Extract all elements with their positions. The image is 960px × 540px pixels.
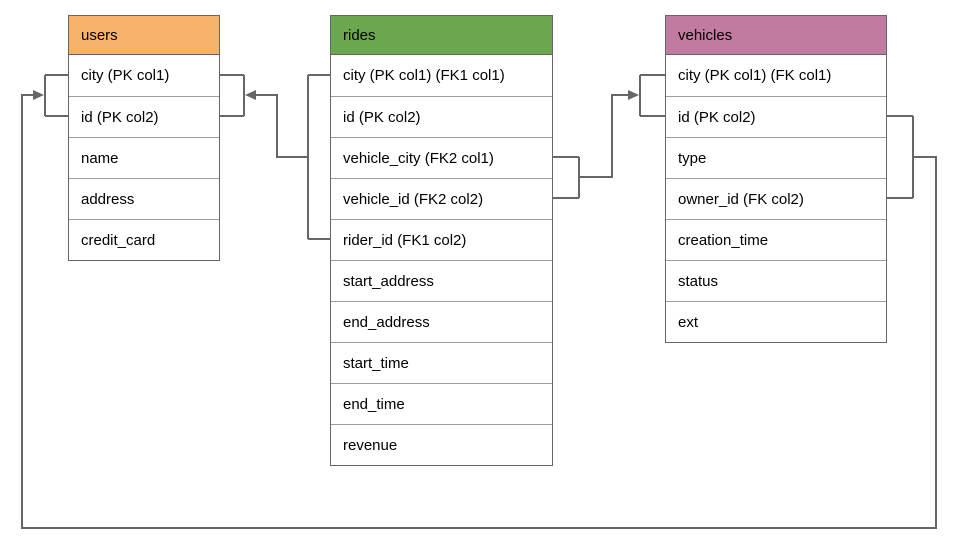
column-label: vehicle_city (FK2 col1) bbox=[343, 149, 494, 167]
column-label: city (PK col1) (FK1 col1) bbox=[343, 67, 505, 84]
column-label: start_time bbox=[343, 354, 409, 372]
column-label: type bbox=[678, 149, 707, 167]
column-label: id (PK col2) bbox=[343, 108, 421, 126]
table-row: creation_time bbox=[666, 219, 886, 260]
table-row: rider_id (FK1 col2) bbox=[331, 219, 552, 260]
table-row: vehicle_city (FK2 col1) bbox=[331, 137, 552, 178]
column-label: name bbox=[81, 149, 119, 167]
table-row: end_time bbox=[331, 383, 552, 424]
column-label: ext bbox=[678, 313, 699, 331]
arrowhead-into-users-left bbox=[33, 90, 44, 100]
table-row: owner_id (FK col2) bbox=[666, 178, 886, 219]
table-row: id (PK col2) bbox=[69, 96, 219, 137]
table-users: users city (PK col1) id (PK col2) name addr… bbox=[68, 15, 220, 261]
table-vehicles-header: vehicles bbox=[666, 16, 886, 55]
column-label: end_time bbox=[343, 395, 405, 413]
table-row: revenue bbox=[331, 424, 552, 465]
column-label: id (PK col2) bbox=[81, 108, 159, 126]
table-row: address bbox=[69, 178, 219, 219]
table-row: id (PK col2) bbox=[331, 96, 552, 137]
table-row: city (PK col1) bbox=[69, 55, 219, 96]
table-row: vehicle_id (FK2 col2) bbox=[331, 178, 552, 219]
table-row: type bbox=[666, 137, 886, 178]
table-row: start_address bbox=[331, 260, 552, 301]
column-label: city (PK col1) bbox=[81, 67, 170, 84]
table-row: credit_card bbox=[69, 219, 219, 260]
column-label: status bbox=[678, 272, 719, 290]
table-vehicles-rows: city (PK col1) (FK col1) id (PK col2) type… bbox=[666, 55, 886, 342]
table-users-rows: city (PK col1) id (PK col2) name address cre… bbox=[69, 55, 219, 260]
column-label: start_address bbox=[343, 272, 434, 290]
table-row: ext bbox=[666, 301, 886, 342]
table-row: city (PK col1) (FK col1) bbox=[666, 55, 886, 96]
column-label: owner_id (FK col2) bbox=[678, 190, 804, 208]
column-label: vehicle_id (FK2 col2) bbox=[343, 190, 484, 208]
column-label: creation_time bbox=[678, 231, 769, 249]
table-row: status bbox=[666, 260, 886, 301]
column-label: rider_id (FK1 col2) bbox=[343, 231, 467, 249]
table-row: id (PK col2) bbox=[666, 96, 886, 137]
column-label: end_address bbox=[343, 313, 430, 331]
table-users-header: users bbox=[69, 16, 219, 55]
arrowhead-into-vehicles-left bbox=[628, 90, 639, 100]
column-label: address bbox=[81, 190, 135, 208]
table-rides: rides city (PK col1) (FK1 col1) id (PK co… bbox=[330, 15, 553, 466]
table-rides-header: rides bbox=[331, 16, 552, 55]
column-label: revenue bbox=[343, 436, 398, 454]
column-label: city (PK col1) (FK col1) bbox=[678, 67, 832, 84]
column-label: credit_card bbox=[81, 231, 156, 249]
table-row: start_time bbox=[331, 342, 552, 383]
column-label: id (PK col2) bbox=[678, 108, 756, 126]
arrowhead-into-users-right bbox=[245, 90, 256, 100]
fk-rides-vehicles-line bbox=[553, 74, 665, 199]
fk-rides-users-line bbox=[220, 74, 330, 240]
table-row: name bbox=[69, 137, 219, 178]
table-row: end_address bbox=[331, 301, 552, 342]
table-rides-rows: city (PK col1) (FK1 col1) id (PK col2) veh… bbox=[331, 55, 552, 465]
table-vehicles: vehicles city (PK col1) (FK col1) id (PK … bbox=[665, 15, 887, 343]
table-row: city (PK col1) (FK1 col1) bbox=[331, 55, 552, 96]
